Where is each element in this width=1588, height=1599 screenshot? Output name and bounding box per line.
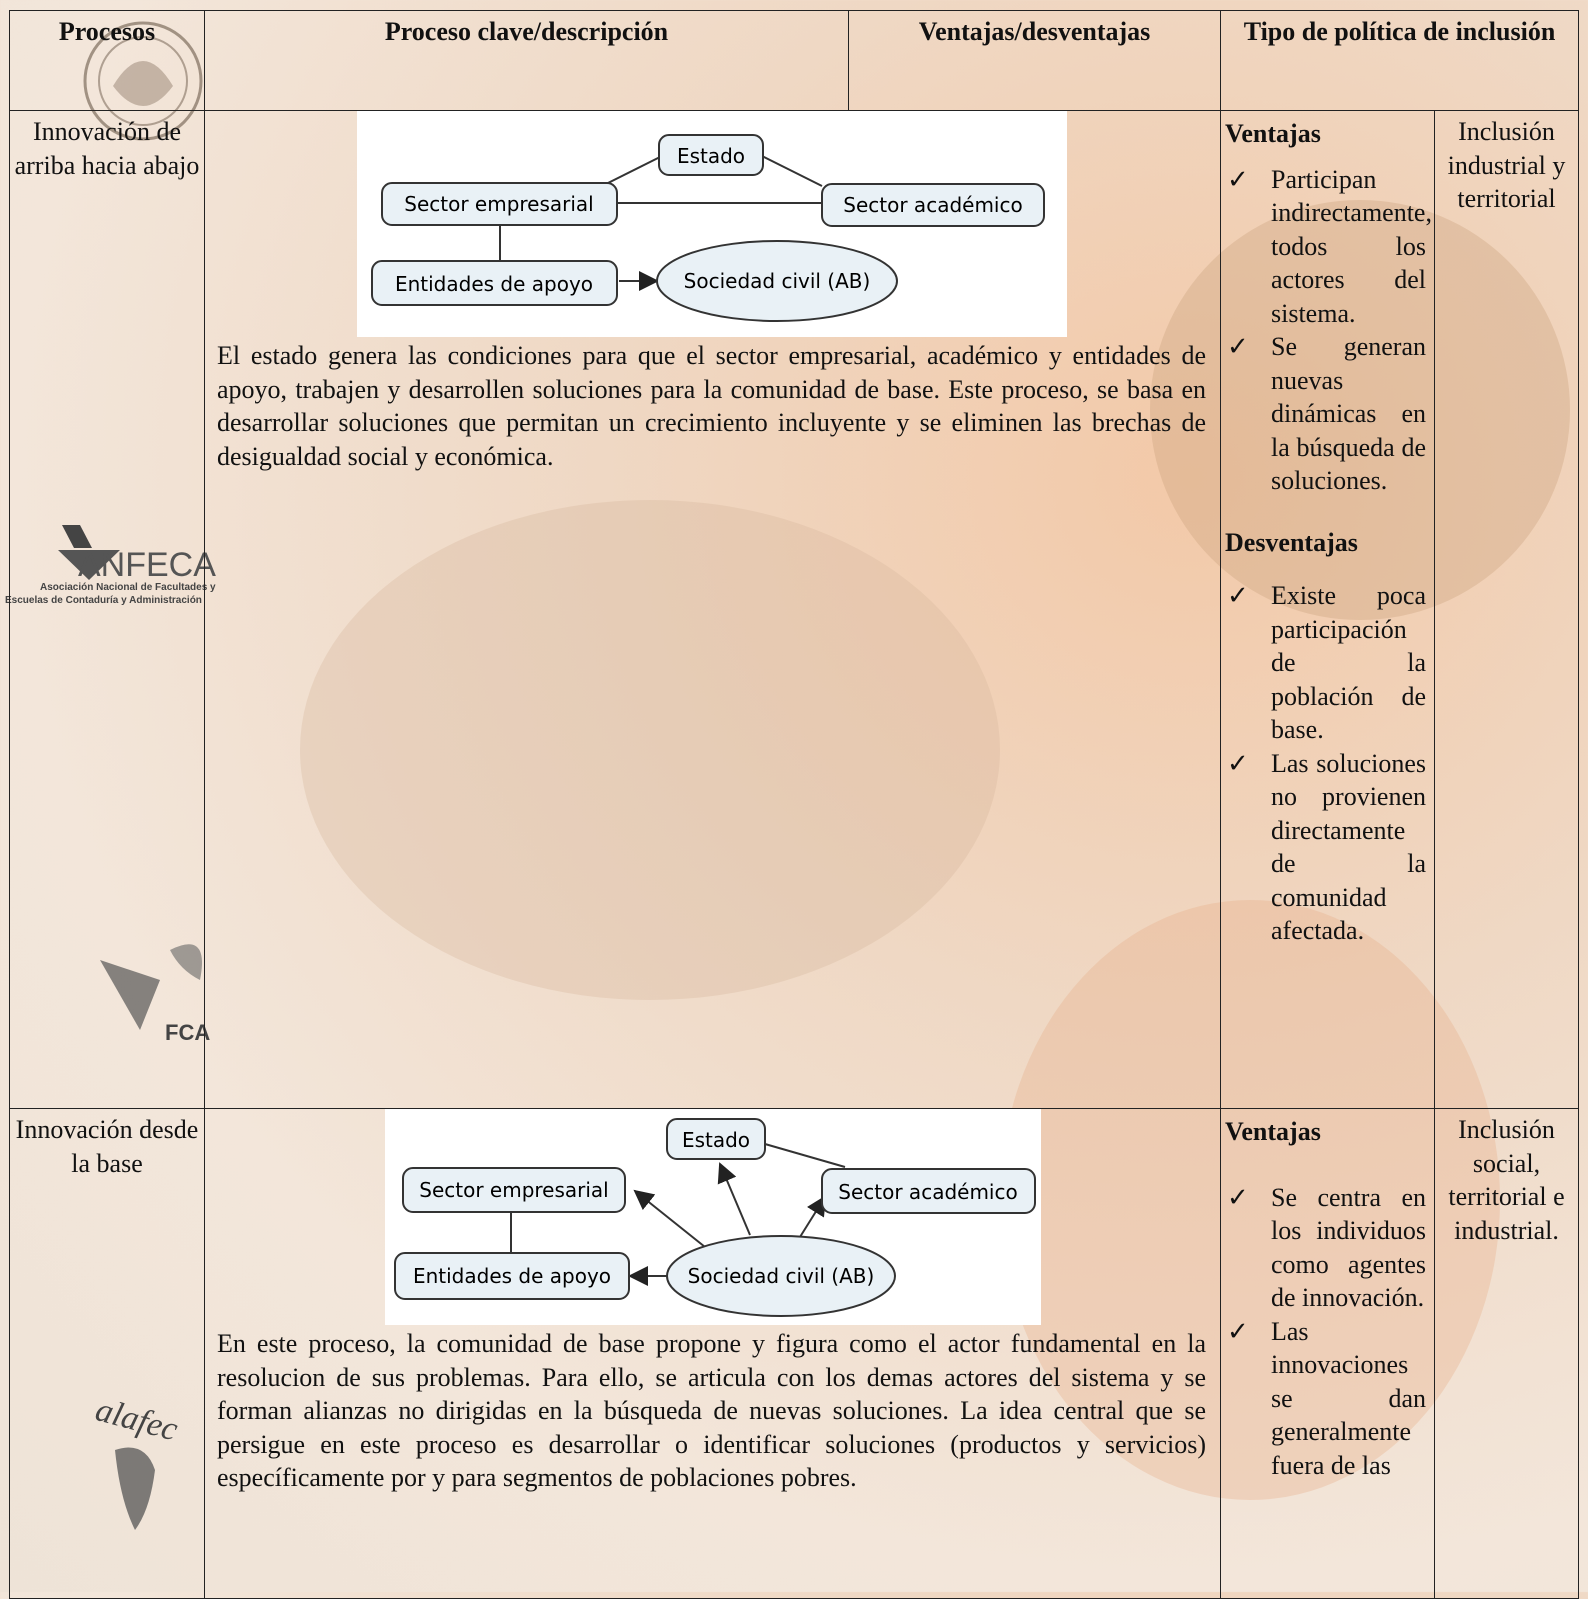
tipo-politica-cell: Inclusión industrial y territorial [1434, 110, 1579, 1109]
tipo-politica-cell: Inclusión social, territorial e industri… [1434, 1108, 1579, 1599]
check-icon: ✓ [1227, 748, 1249, 778]
diagram-node-empresarial: Sector empresarial [404, 192, 594, 216]
list-item: ✓ Se generan nuevas dinámicas en la búsqu… [1227, 330, 1426, 498]
diagram-node-sociedad: Sociedad civil (AB) [688, 1264, 875, 1288]
descripcion-text: El estado genera las condiciones para qu… [217, 341, 1206, 471]
proceso-cell: Innovación desde la base [9, 1108, 205, 1599]
proceso-cell: Innovación de arriba hacia abajo [9, 110, 205, 1109]
list-item: ✓ Las soluciones no provienen directament… [1227, 747, 1426, 948]
diagram-node-sociedad: Sociedad civil (AB) [684, 269, 871, 293]
header-tipo-politica: Tipo de política de inclusión [1220, 10, 1579, 111]
desventajas-list: ✓ Existe poca participación de la poblaci… [1221, 579, 1434, 948]
list-item-text: Las innovaciones se dan generalmente fue… [1271, 1316, 1426, 1480]
diagram-node-apoyo: Entidades de apoyo [413, 1264, 611, 1288]
header-procesos: Procesos [9, 10, 205, 111]
table-row: Innovación de arriba hacia abajo Estado … [9, 110, 1579, 1109]
diagram-node-estado: Estado [682, 1128, 750, 1152]
diagram-node-empresarial: Sector empresarial [419, 1178, 609, 1202]
check-icon: ✓ [1227, 1182, 1249, 1212]
diagram-node-apoyo: Entidades de apoyo [395, 272, 593, 296]
diagram-node-academico: Sector académico [843, 193, 1022, 217]
inclusion-process-table: Procesos Proceso clave/descripción Venta… [9, 10, 1579, 1599]
list-item: ✓ Existe poca participación de la poblaci… [1227, 579, 1426, 747]
list-item-text: Las soluciones no provienen directamente… [1271, 748, 1426, 946]
table-header-row: Procesos Proceso clave/descripción Venta… [9, 10, 1579, 111]
top-down-diagram: Estado Sector empresarial Sector académi… [357, 111, 1067, 337]
list-item: ✓ Las innovaciones se dan generalmente fu… [1227, 1315, 1426, 1483]
diagram-node-academico: Sector académico [838, 1180, 1017, 1204]
descripcion-cell: Estado Sector empresarial Sector académi… [204, 1108, 1221, 1599]
diagram-node-estado: Estado [677, 144, 745, 168]
list-item-text: Participan indirectamente, todos los act… [1271, 164, 1432, 328]
list-item-text: Se centra en los individuos como agentes… [1271, 1182, 1426, 1313]
ventajas-cell: Ventajas ✓ Se centra en los individuos co… [1220, 1108, 1435, 1599]
descripcion-cell: Estado Sector empresarial Sector académi… [204, 110, 1221, 1109]
ventajas-heading: Ventajas [1225, 1117, 1321, 1146]
ventajas-list: ✓ Se centra en los individuos como agente… [1221, 1181, 1434, 1483]
check-icon: ✓ [1227, 581, 1249, 610]
header-proceso-clave: Proceso clave/descripción [204, 10, 849, 111]
bottom-up-diagram: Estado Sector empresarial Sector académi… [385, 1109, 1041, 1325]
desventajas-heading: Desventajas [1225, 527, 1358, 557]
list-item: ✓ Se centra en los individuos como agente… [1227, 1181, 1426, 1315]
descripcion-text: En este proceso, la comunidad de base pr… [217, 1329, 1206, 1492]
ventajas-cell: Ventajas ✓ Participan indirectamente, tod… [1220, 110, 1435, 1109]
table-row: Innovación desde la base Estado Sector e… [9, 1108, 1579, 1599]
header-ventajas-desventajas: Ventajas/desventajas [848, 10, 1221, 111]
ventajas-heading: Ventajas [1225, 119, 1321, 148]
list-item-text: Se generan nuevas dinámicas en la búsque… [1271, 332, 1426, 495]
ventajas-list: ✓ Participan indirectamente, todos los ac… [1221, 163, 1434, 498]
check-icon: ✓ [1227, 1316, 1249, 1346]
list-item: ✓ Participan indirectamente, todos los ac… [1227, 163, 1432, 331]
check-icon: ✓ [1227, 164, 1249, 194]
list-item-text: Existe poca participación de la població… [1271, 581, 1426, 744]
check-icon: ✓ [1227, 332, 1249, 361]
